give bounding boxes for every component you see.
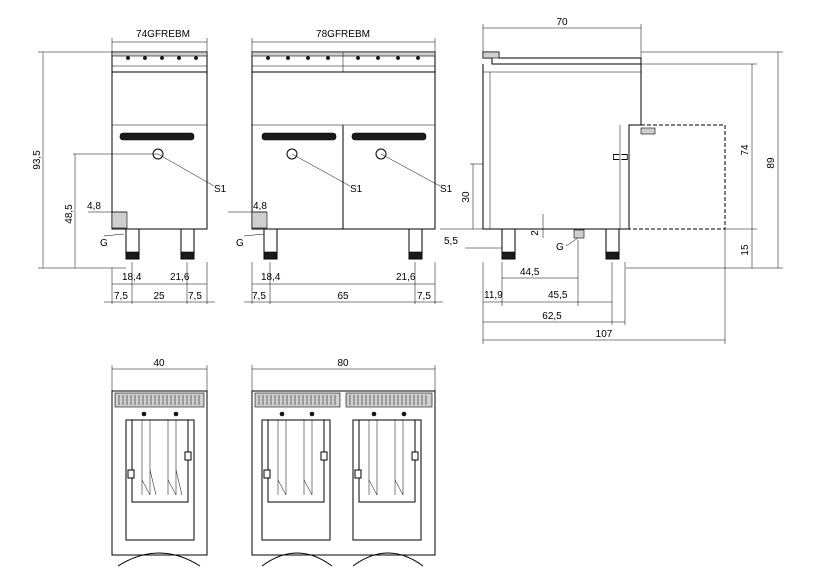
dim-offset-g-double: 4,8	[253, 201, 267, 212]
dim-plan-width-double: 80	[337, 358, 349, 369]
s1-label-double-right: S1	[440, 184, 453, 195]
front-view-single: 74GFREBM S1 G	[32, 29, 227, 304]
model-label-single: 74GFREBM	[136, 29, 190, 40]
s1-label-single: S1	[214, 184, 227, 195]
dim-rear-offset: 11,9	[484, 290, 503, 301]
dim-gas-height: 2	[530, 230, 541, 236]
dim-right-margin-double: 7,5	[417, 291, 431, 302]
plan-view-single: 40	[111, 358, 208, 567]
plan-view-double: 80	[251, 358, 436, 567]
dim-total-depth: 107	[596, 329, 613, 340]
dim-offset-g-single: 4,8	[87, 201, 101, 212]
dim-gas-side-offset: 5,5	[444, 236, 458, 247]
dim-height-body: 74	[740, 144, 751, 156]
model-label-double: 78GFREBM	[316, 29, 370, 40]
dim-left-margin-double: 7,5	[252, 291, 266, 302]
dim-height-door-handle: 30	[461, 191, 472, 203]
dim-between-legs-single: 25	[153, 291, 165, 302]
side-view: 70 ⊏⊐ G 74 89 15 30 5,	[440, 17, 783, 344]
dim-gas-span: 45,5	[548, 290, 568, 301]
dim-top-depth: 70	[556, 17, 568, 28]
g-label-double: G	[236, 238, 244, 249]
burner-knobs	[126, 56, 198, 60]
dim-right-margin-single: 7,5	[188, 291, 202, 302]
door-open-outline	[628, 124, 726, 230]
dim-left-leg-double: 18,4	[261, 272, 281, 283]
dim-right-leg-single: 21,6	[170, 272, 190, 283]
s1-knob-left	[286, 148, 298, 160]
front-view-double: 78GFREBM S1 S1 G 4,8	[228, 29, 453, 304]
dim-height-base: 15	[740, 244, 751, 256]
dim-height-total-side: 89	[766, 157, 777, 169]
dim-height-valve: 48,5	[64, 204, 75, 224]
dim-gas-to-front: 44,5	[520, 267, 540, 278]
dim-leg-span: 62,5	[542, 311, 562, 322]
dim-between-legs-double: 65	[337, 291, 349, 302]
s1-label-double-left: S1	[350, 184, 363, 195]
dim-right-leg-double: 21,6	[396, 272, 416, 283]
dim-height-total-single: 93,5	[32, 150, 43, 170]
g-label-side: G	[556, 242, 564, 253]
svg-text:⊏⊐: ⊏⊐	[612, 152, 629, 163]
dim-plan-width-single: 40	[153, 358, 165, 369]
dim-left-margin-single: 7,5	[114, 291, 128, 302]
burner-knobs-double	[266, 56, 420, 60]
g-label-single: G	[100, 238, 108, 249]
s1-knob-right	[375, 148, 387, 160]
